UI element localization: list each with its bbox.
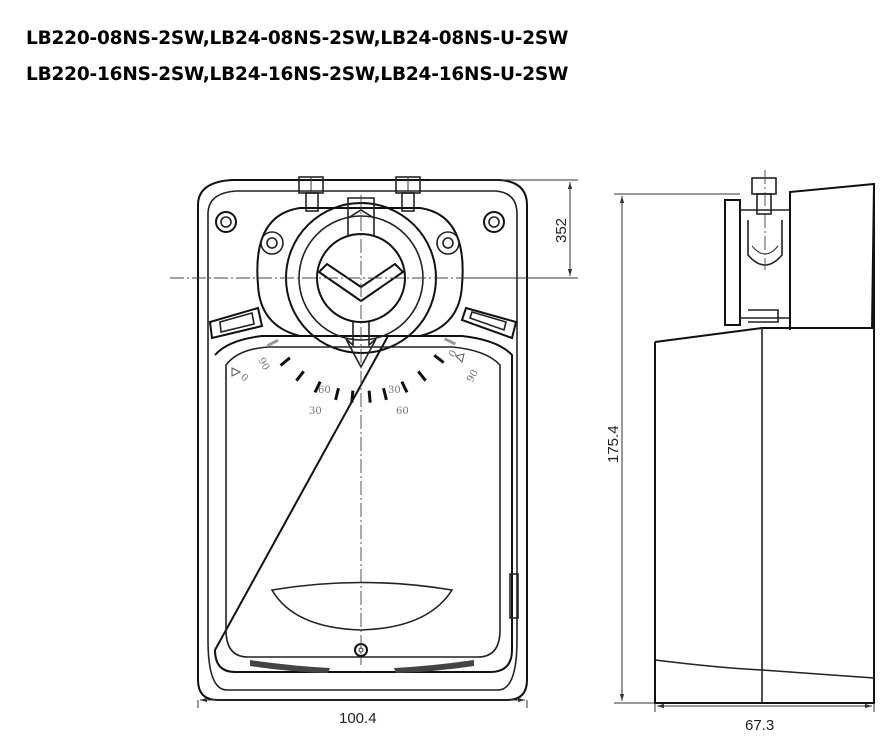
scale-tick xyxy=(313,380,322,394)
front-housing-outline xyxy=(197,179,528,701)
scale-tick xyxy=(400,380,409,394)
side-terminal-bolt xyxy=(751,177,777,195)
dim-352: 352 xyxy=(553,218,570,243)
dimension-shaft-offset: 352 xyxy=(430,179,578,279)
scale-left-0: 0 xyxy=(238,372,250,385)
latch-left xyxy=(208,306,264,340)
dim-67-3: 67.3 xyxy=(745,717,774,734)
side-bracket xyxy=(724,199,741,326)
scale-right-60: 60 xyxy=(396,406,409,417)
scale-tick xyxy=(417,370,427,382)
scale-tick xyxy=(382,387,388,401)
mount-hole-left xyxy=(215,211,237,233)
front-housing-inner xyxy=(207,190,518,691)
terminal-bolt-right xyxy=(395,176,421,212)
scale-tick xyxy=(279,356,291,367)
side-view xyxy=(654,170,876,704)
scale-left-90: 90 xyxy=(255,356,271,373)
scale-tick xyxy=(295,370,305,382)
shaft-boss-outline xyxy=(256,207,464,337)
cover-outline xyxy=(213,335,513,673)
scale-tick xyxy=(433,354,445,364)
vent-right xyxy=(394,660,474,673)
scale-tick xyxy=(350,390,355,403)
cover-window xyxy=(270,581,454,631)
boss-hole-right xyxy=(436,231,460,255)
vent-left xyxy=(250,660,330,673)
title-line-2: LB220-16NS-2SW,LB24-16NS-2SW,LB24-16NS-U… xyxy=(26,64,569,85)
scale-right-0: 0 xyxy=(447,348,460,359)
scale-right-30: 30 xyxy=(388,385,401,396)
terminal-bolt-left xyxy=(298,176,324,212)
dimension-height: 175.4 xyxy=(605,193,740,704)
front-view: 90 0 60 30 0 90 30 60 xyxy=(170,176,560,701)
dim-175-4: 175.4 xyxy=(605,425,622,463)
side-bottom-edge xyxy=(654,659,875,679)
scale-right-90: 90 xyxy=(465,368,481,385)
scale-tick xyxy=(266,338,279,348)
boss-hole-left xyxy=(260,231,284,255)
mount-hole-right xyxy=(483,211,505,233)
dimension-side-width: 67.3 xyxy=(654,703,875,734)
scale-ticks xyxy=(266,337,457,403)
title-line-1: LB220-08NS-2SW,LB24-08NS-2SW,LB24-08NS-U… xyxy=(26,28,569,49)
scale-left-60: 60 xyxy=(318,385,331,396)
scale-right-arrow xyxy=(455,353,465,363)
scale-tick xyxy=(367,390,372,403)
scale-tick xyxy=(443,337,457,346)
side-switch xyxy=(509,573,519,619)
scale-left-arrow xyxy=(231,367,242,377)
scale-tick xyxy=(334,387,340,401)
dimension-front-width: 100.4 xyxy=(197,697,528,727)
latch-right xyxy=(460,306,518,340)
dim-100-4: 100.4 xyxy=(339,710,377,727)
clamp-stem xyxy=(347,197,375,220)
scale-left-30: 30 xyxy=(309,406,322,417)
